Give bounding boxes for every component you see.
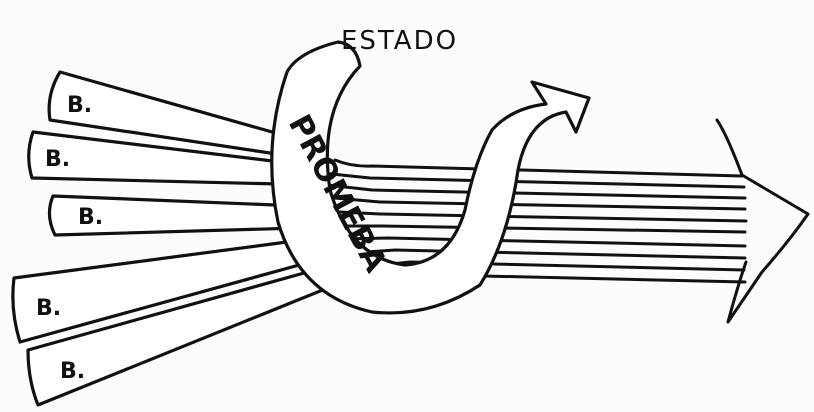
beneficiary-label: B. [60, 359, 85, 384]
promeba-u-arrow [270, 40, 591, 315]
bundle-line [333, 158, 744, 178]
beneficiary-label: B. [36, 296, 61, 321]
bundle-line [438, 273, 747, 284]
beneficiary-label: B. [67, 93, 92, 118]
beneficiary-label: B. [45, 147, 70, 172]
beneficiary-strip [11, 238, 312, 344]
bundle-line [316, 182, 747, 200]
beneficiary-strip [26, 266, 337, 407]
beneficiary-strips [11, 70, 337, 407]
state-label: ESTADO [341, 26, 458, 56]
beneficiary-label: B. [78, 205, 103, 230]
bundle-line [310, 194, 747, 211]
big-arrow-head [715, 118, 810, 324]
beneficiary-strip [47, 194, 302, 237]
bundle-line [320, 171, 746, 189]
